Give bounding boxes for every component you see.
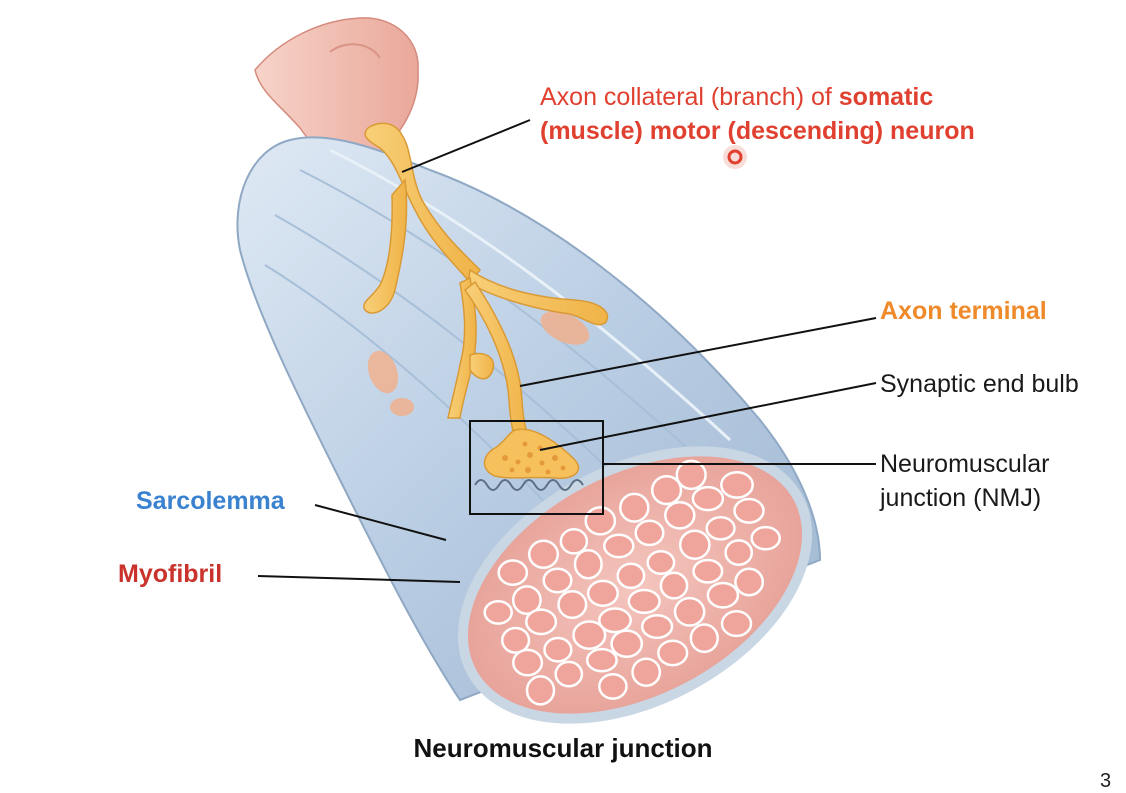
pointer-marker-icon <box>723 145 747 169</box>
label-sarcolemma: Sarcolemma <box>136 487 285 515</box>
myofibril <box>542 567 573 594</box>
myofibril <box>554 660 584 688</box>
myofibril <box>646 550 676 575</box>
synaptic-folds <box>474 479 584 491</box>
myofibril <box>559 527 589 555</box>
myofibril <box>733 497 765 524</box>
label-axon-terminal: Axon terminal <box>880 297 1047 325</box>
label-axon-collateral-line2: (muscle) motor (descending) neuron <box>540 115 975 147</box>
myofibril <box>750 525 781 551</box>
myofibril <box>724 539 754 567</box>
myofibril <box>497 559 529 586</box>
myofibril <box>720 610 753 638</box>
page-number: 3 <box>1100 770 1112 792</box>
myofibril <box>572 620 607 650</box>
myofibril <box>598 672 628 700</box>
axon-collateral <box>363 122 609 443</box>
myofibril <box>512 648 544 677</box>
myofibril <box>678 529 711 560</box>
myofibril <box>616 562 646 590</box>
label-nmj-line1: Neuromuscular <box>880 450 1050 478</box>
fiber-cross-section <box>457 446 813 724</box>
synaptic-end-bulb <box>474 428 584 491</box>
myofibril <box>689 623 719 654</box>
myofibril <box>631 657 662 687</box>
label-nmj-line2: junction (NMJ) <box>880 484 1042 512</box>
axon-collateral-prefix: Axon collateral (branch) of <box>540 83 839 111</box>
myofibril <box>627 588 661 615</box>
figure-caption: Neuromuscular junction <box>413 733 713 763</box>
myofibril <box>511 585 542 616</box>
myofibril <box>720 470 754 499</box>
myofibril <box>692 558 724 584</box>
myofibril <box>657 639 689 667</box>
myofibril <box>659 571 689 600</box>
label-myofibril: Myofibril <box>118 560 223 588</box>
myofibril <box>598 607 632 634</box>
myofibril <box>673 596 706 627</box>
label-axon-collateral: Axon collateral (branch) of somatic <box>540 81 933 113</box>
myofibril <box>603 533 635 559</box>
myofibril <box>543 636 573 663</box>
myofibril <box>664 500 696 530</box>
label-synaptic-end-bulb: Synaptic end bulb <box>880 370 1079 398</box>
nucleus <box>540 311 590 345</box>
axon-collateral-bold2: (muscle) motor (descending) neuron <box>540 117 975 145</box>
myofibril <box>500 626 531 654</box>
myofibril <box>691 485 725 512</box>
leader-lines <box>257 119 877 583</box>
myofibril <box>619 492 650 523</box>
nmj-highlight-box <box>469 420 604 515</box>
myofibril <box>557 589 588 620</box>
nucleus <box>390 398 414 416</box>
myofibril <box>525 608 558 636</box>
myofibril <box>675 459 707 491</box>
myofibril <box>610 629 644 659</box>
myofibril <box>525 675 556 706</box>
myofibril <box>584 506 617 536</box>
myofibril <box>483 599 513 625</box>
myofibril <box>527 539 560 570</box>
myofibril <box>706 581 740 609</box>
myofibril-bundle <box>483 459 781 706</box>
myofibril <box>734 567 765 597</box>
myofibril <box>634 519 665 547</box>
myofibril <box>573 548 603 580</box>
myofibril <box>586 579 619 607</box>
myofibril <box>585 647 618 673</box>
myofibril <box>650 474 683 506</box>
axon-collateral-bold1: somatic <box>838 83 934 111</box>
myofibril <box>705 515 736 541</box>
myofibril <box>640 613 674 640</box>
nucleus <box>367 350 399 394</box>
